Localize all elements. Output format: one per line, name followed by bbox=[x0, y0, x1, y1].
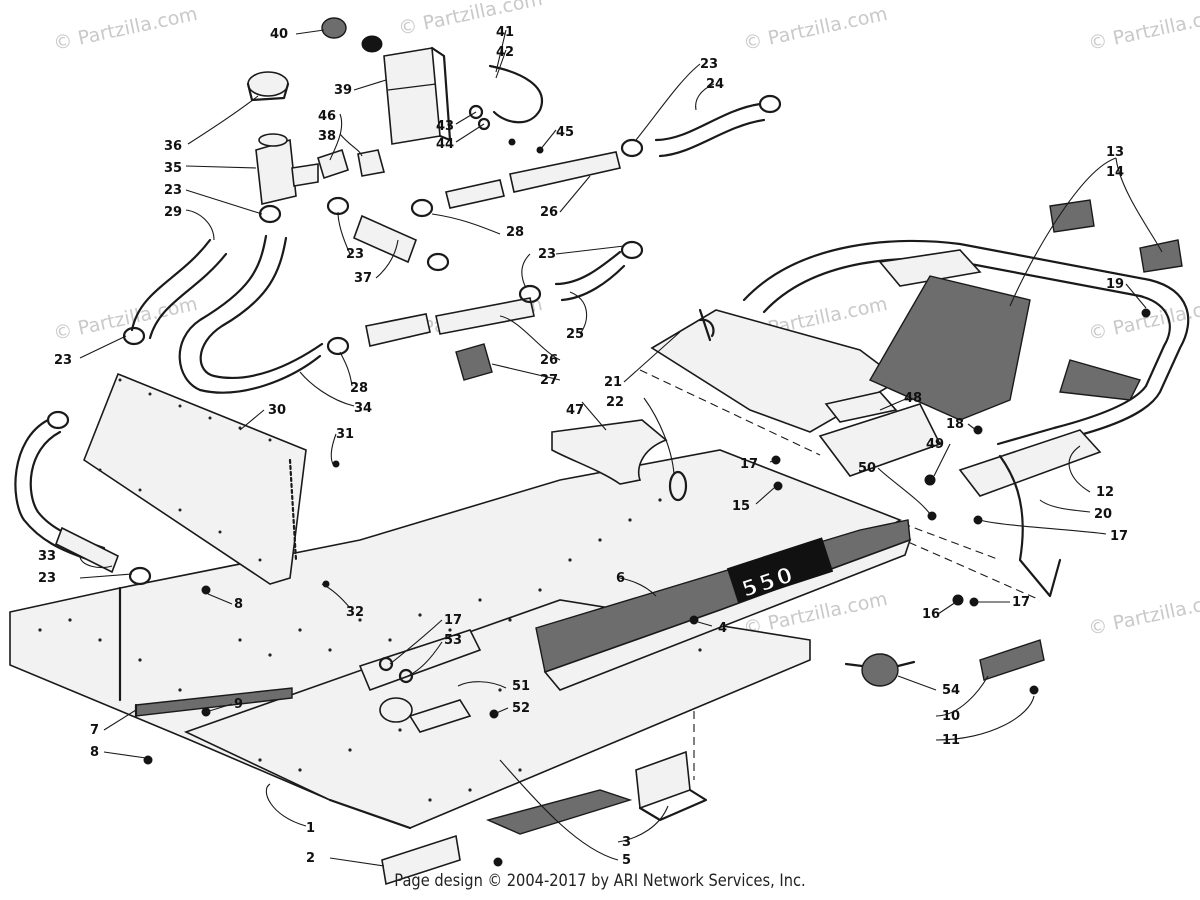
callout-label: 23 bbox=[54, 353, 72, 368]
filler-neck-part-35 bbox=[255, 133, 319, 205]
callout-label: 8 bbox=[90, 745, 99, 760]
callout-label: 22 bbox=[606, 395, 624, 410]
callout-label: 14 bbox=[1106, 165, 1124, 180]
callout-label: 1 bbox=[306, 821, 315, 836]
callout-label: 27 bbox=[540, 373, 558, 388]
callout-label: 6 bbox=[616, 571, 625, 586]
callout-label: 15 bbox=[732, 499, 750, 514]
callout-label: 19 bbox=[1106, 277, 1124, 292]
callout-label: 12 bbox=[1096, 485, 1114, 500]
heat-shield-part-47 bbox=[551, 419, 668, 485]
watermark: © Partzilla.com bbox=[51, 3, 199, 55]
side-panel-part-6: 550 bbox=[535, 519, 912, 691]
callout-label: 20 bbox=[1094, 507, 1112, 522]
mount-part-51 bbox=[358, 629, 482, 733]
watermark: © Partzilla.com bbox=[741, 3, 889, 55]
callout-label: 29 bbox=[164, 205, 182, 220]
callout-label: 31 bbox=[336, 427, 354, 442]
fittings-part-38 bbox=[317, 148, 386, 180]
page-footer-copyright: Page design © 2004-2017 by ARI Network S… bbox=[394, 871, 806, 891]
callout-label: 49 bbox=[926, 437, 944, 452]
callout-label: 3 bbox=[622, 835, 631, 850]
callout-label: 28 bbox=[350, 381, 368, 396]
callout-label: 9 bbox=[234, 697, 243, 712]
decal-part-13 bbox=[1049, 199, 1095, 233]
reflector-part-10 bbox=[979, 639, 1045, 681]
callout-label: 4 bbox=[718, 621, 727, 636]
callout-label: 21 bbox=[604, 375, 622, 390]
callout-label: 26 bbox=[540, 205, 558, 220]
callout-label: 23 bbox=[38, 571, 56, 586]
callout-numbers: 40 41 42 39 36 46 38 43 44 45 23 24 35 2… bbox=[38, 25, 1128, 868]
callout-label: 53 bbox=[444, 633, 462, 648]
callout-label: 37 bbox=[354, 271, 372, 286]
callout-label: 44 bbox=[436, 137, 454, 152]
callout-label: 45 bbox=[556, 125, 574, 140]
callout-label: 48 bbox=[904, 391, 922, 406]
callout-label: 17 bbox=[444, 613, 462, 628]
coolant-hoses-left bbox=[14, 234, 324, 574]
radiator-cap-part-36 bbox=[246, 71, 290, 102]
callout-label: 7 bbox=[90, 723, 99, 738]
callout-label: 41 bbox=[496, 25, 514, 40]
callout-label: 5 bbox=[622, 853, 631, 868]
callout-label: 17 bbox=[740, 457, 758, 472]
callout-label: 36 bbox=[164, 139, 182, 154]
watermark: © Partzilla.com bbox=[1086, 3, 1200, 55]
fasteners bbox=[143, 138, 1151, 867]
callout-label: 39 bbox=[334, 83, 352, 98]
plate-part-2 bbox=[381, 834, 461, 886]
callout-label: 40 bbox=[270, 27, 288, 42]
callout-label: 18 bbox=[946, 417, 964, 432]
leader-lines bbox=[79, 29, 1163, 867]
callout-label: 23 bbox=[538, 247, 556, 262]
decal-part-14 bbox=[1139, 239, 1183, 273]
rear-bumper-part-12 bbox=[742, 239, 1190, 598]
callout-label: 8 bbox=[234, 597, 243, 612]
callout-label: 30 bbox=[268, 403, 286, 418]
callout-label: 10 bbox=[942, 709, 960, 724]
callout-label: 38 bbox=[318, 129, 336, 144]
callout-label: 46 bbox=[318, 109, 336, 124]
callout-label: 23 bbox=[346, 247, 364, 262]
watermark: © Partzilla.com bbox=[396, 0, 544, 40]
floor-bracket-part-3 bbox=[635, 750, 708, 822]
callout-label: 23 bbox=[164, 183, 182, 198]
callout-label: 11 bbox=[942, 733, 960, 748]
callout-label: 52 bbox=[512, 701, 530, 716]
callout-label: 34 bbox=[354, 401, 372, 416]
callout-label: 42 bbox=[496, 45, 514, 60]
coolant-tubes-upper bbox=[352, 102, 766, 381]
callout-label: 28 bbox=[506, 225, 524, 240]
callout-label: 24 bbox=[706, 77, 724, 92]
callout-label: 16 bbox=[922, 607, 940, 622]
callout-label: 17 bbox=[1110, 529, 1128, 544]
callout-label: 33 bbox=[38, 549, 56, 564]
floor-plate-part-5 bbox=[485, 789, 633, 835]
callout-label: 51 bbox=[512, 679, 530, 694]
callout-label: 2 bbox=[306, 851, 315, 866]
callout-label: 23 bbox=[700, 57, 718, 72]
bottle-cap-part-40 bbox=[321, 17, 383, 53]
callout-label: 54 bbox=[942, 683, 960, 698]
callout-label: 13 bbox=[1106, 145, 1124, 160]
callout-label: 35 bbox=[164, 161, 182, 176]
callout-label: 43 bbox=[436, 119, 454, 134]
callout-label: 50 bbox=[858, 461, 876, 476]
callout-label: 47 bbox=[566, 403, 584, 418]
overflow-bottle-part-39 bbox=[383, 46, 452, 145]
overflow-hose-part-42 bbox=[468, 64, 543, 131]
watermark: © Partzilla.com bbox=[1086, 588, 1200, 640]
emblem-part-54 bbox=[844, 653, 916, 687]
callout-label: 32 bbox=[346, 605, 364, 620]
callout-label: 26 bbox=[540, 353, 558, 368]
callout-label: 25 bbox=[566, 327, 584, 342]
callout-label: 17 bbox=[1012, 595, 1030, 610]
